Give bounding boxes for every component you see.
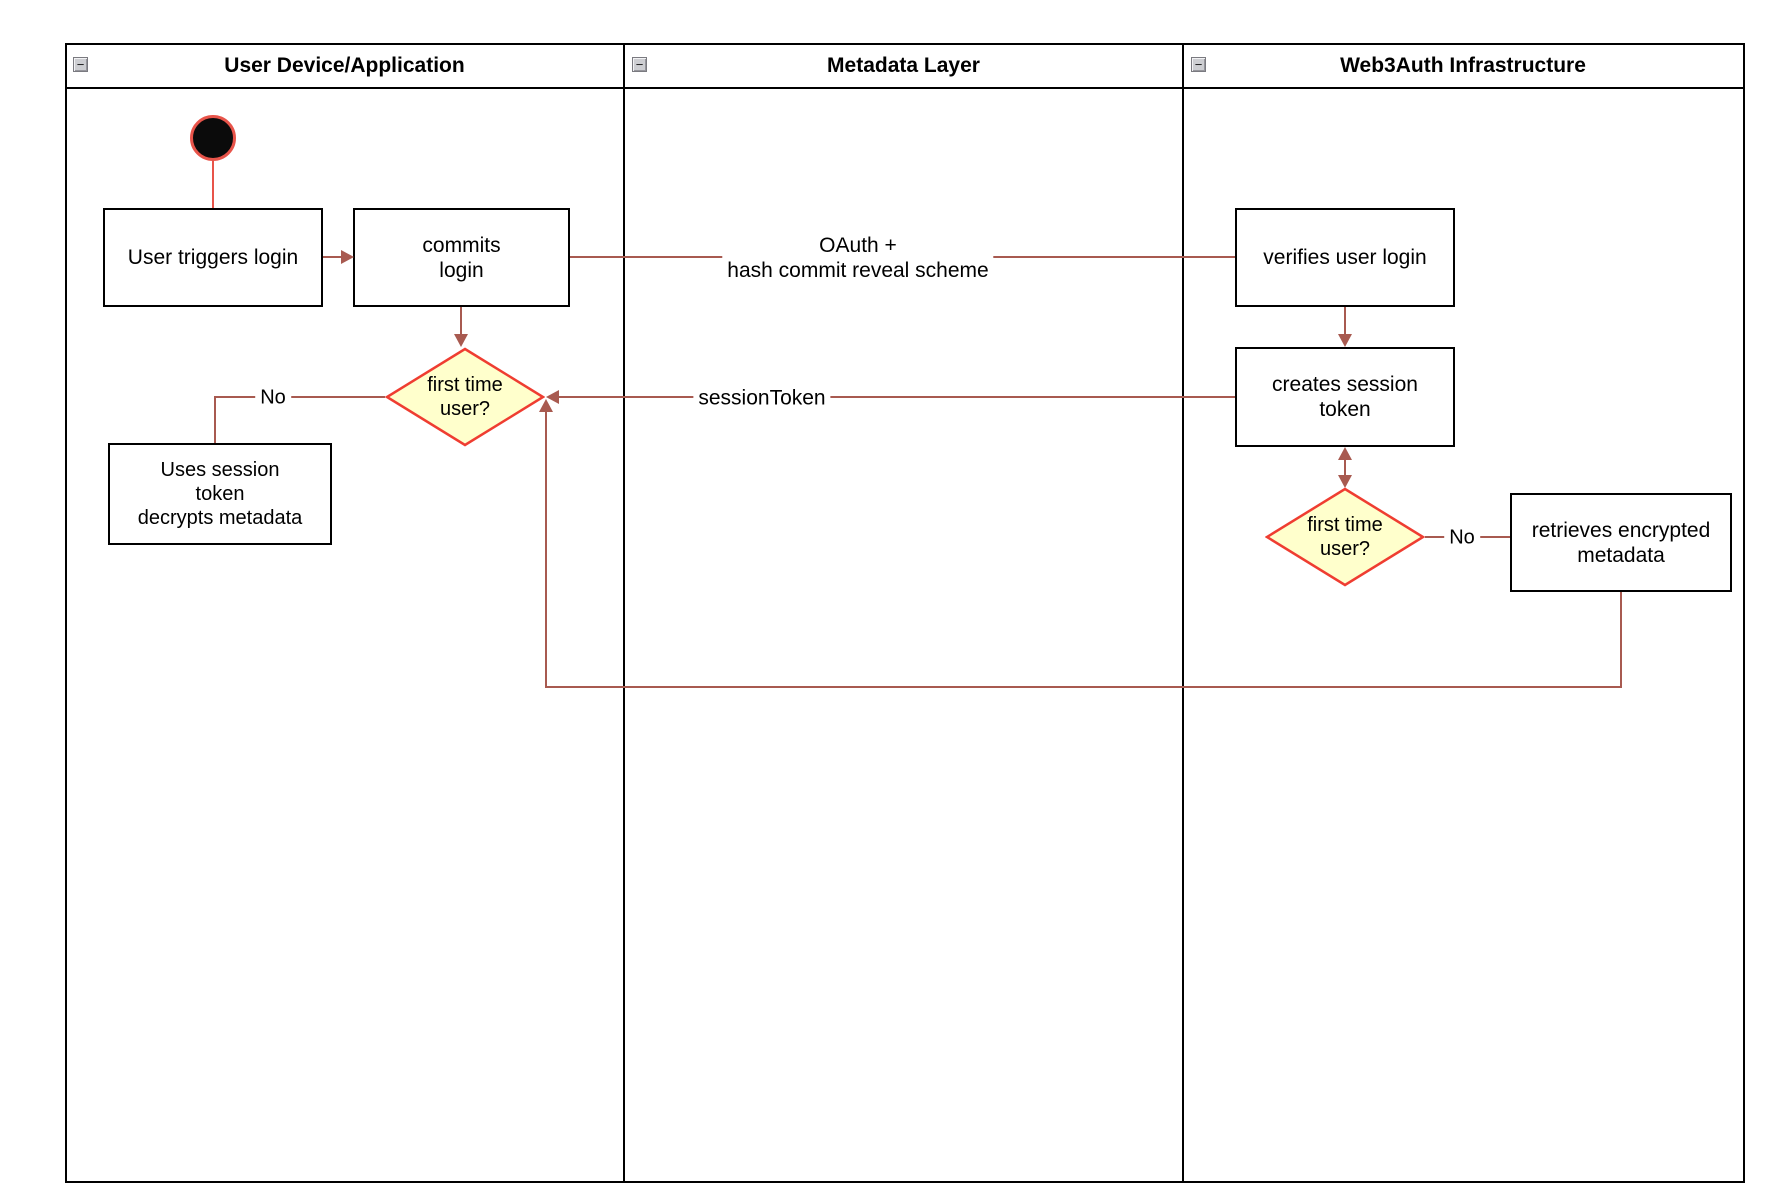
decision-label: first time user? (1307, 514, 1383, 560)
collapse-minus-icon[interactable]: − (632, 57, 647, 72)
arrowhead-up-icon (539, 399, 553, 412)
edge-trigger-to-commits (323, 256, 343, 258)
edge-decision-no-vertical (214, 396, 216, 443)
node-commits-login: commits login (353, 208, 570, 307)
lane-header-user-device: User Device/Application (65, 43, 624, 88)
node-creates-session-token: creates session token (1235, 347, 1455, 447)
arrowhead-right-icon (341, 250, 354, 264)
node-user-triggers-login: User triggers login (103, 208, 323, 307)
diamond-shape-icon (1265, 487, 1425, 587)
node-uses-session-token: Uses session token decrypts metadata (108, 443, 332, 545)
lane-divider-2 (1182, 43, 1184, 1183)
diamond-shape-icon (385, 347, 545, 447)
edge-label-oauth: OAuth + hash commit reveal scheme (722, 232, 994, 284)
arrowhead-up-icon (1338, 447, 1352, 460)
lane-title-user-device: User Device/Application (224, 53, 465, 77)
edge-label-no-infra: No (1444, 524, 1480, 552)
decision-first-time-user-device: first time user? (385, 347, 545, 447)
edge-verifies-to-creates (1344, 307, 1346, 336)
edge-label-no-device: No (255, 384, 291, 412)
decision-label: first time user? (427, 374, 503, 420)
lane-divider-1 (623, 43, 625, 1183)
lane-header-metadata-layer: Metadata Layer (624, 43, 1183, 88)
edge-creates-to-decision (1344, 458, 1346, 477)
collapse-minus-icon[interactable]: − (1191, 57, 1206, 72)
header-separator (65, 87, 1745, 89)
edge-feedback-horizontal (546, 686, 1622, 688)
arrowhead-down-icon (454, 334, 468, 347)
decision-first-time-user-infra: first time user? (1265, 487, 1425, 587)
edge-feedback-up (545, 411, 547, 688)
lane-title-web3auth: Web3Auth Infrastructure (1340, 53, 1586, 77)
edge-decision-no-horizontal (215, 396, 385, 398)
start-node-icon (190, 115, 236, 161)
edge-session-token (558, 396, 1235, 398)
node-retrieves-encrypted-metadata: retrieves encrypted metadata (1510, 493, 1732, 592)
edge-commits-to-decision (460, 307, 462, 336)
edge-feedback-down (1620, 592, 1622, 688)
lane-header-web3auth: Web3Auth Infrastructure (1183, 43, 1743, 88)
arrowhead-down-icon (1338, 475, 1352, 488)
node-verifies-user-login: verifies user login (1235, 208, 1455, 307)
edge-start-to-trigger (212, 160, 214, 208)
collapse-minus-icon[interactable]: − (73, 57, 88, 72)
lane-title-metadata-layer: Metadata Layer (827, 53, 980, 77)
arrowhead-down-icon (1338, 334, 1352, 347)
edge-label-session-token: sessionToken (693, 384, 831, 412)
